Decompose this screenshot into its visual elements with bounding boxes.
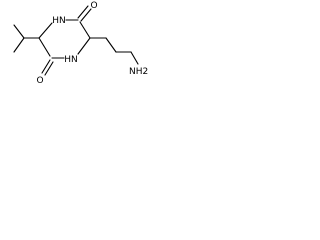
bond-c3-n4 <box>38 22 53 39</box>
atom-label-nh-bottom: HN <box>64 55 78 65</box>
atom-label-nh-top: HN <box>52 16 66 26</box>
atom-label-nh2: NH2 <box>129 67 148 77</box>
bond-c6-n1 <box>77 37 91 55</box>
atom-label-o-bottom: O <box>36 76 43 86</box>
bond-c5-c6 <box>79 21 91 39</box>
bond-chain3-n <box>130 51 139 65</box>
bond-c2-o-bottom-a <box>41 59 51 74</box>
bond-ipr-ch-me2 <box>13 37 25 53</box>
bond-c2-c3 <box>38 37 51 57</box>
molecule-structure-diagram: HN HN O O NH2 <box>13 1 148 86</box>
bond-c5-o-top-a <box>77 5 89 19</box>
bond-ipr-ch-me1 <box>13 24 25 39</box>
atom-label-o-top: O <box>90 1 97 11</box>
bond-chain1-chain2 <box>105 37 117 53</box>
bond-c5-o-top-b <box>80 8 92 22</box>
bond-c2-o-bottom-b <box>44 61 54 76</box>
